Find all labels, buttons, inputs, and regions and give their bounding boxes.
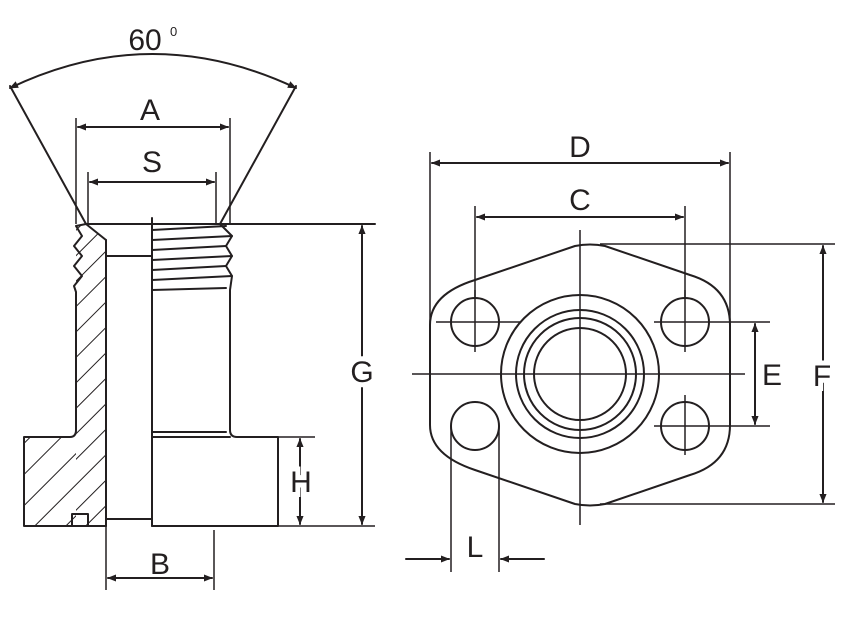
section-hatch-upper: [76, 224, 106, 526]
label-angle-unit: 0: [170, 24, 177, 39]
section-hatch-flange: [24, 430, 76, 526]
label-l: L: [467, 531, 484, 564]
label-e: E: [762, 359, 782, 392]
label-d: D: [569, 131, 591, 164]
dimension-a: A: [75, 94, 231, 224]
label-f: F: [813, 360, 831, 393]
dimension-e: E: [751, 323, 782, 425]
dimension-b: B: [105, 526, 215, 590]
label-g: G: [350, 356, 373, 389]
label-h: H: [290, 466, 312, 499]
angle-dimension: [9, 53, 297, 225]
dimension-h: H: [278, 436, 317, 525]
dimension-c: C: [474, 184, 686, 298]
label-c: C: [569, 184, 591, 217]
label-b: B: [150, 548, 170, 581]
dimension-d: D: [429, 131, 731, 325]
side-view: A S G H B 60 0: [9, 24, 379, 590]
label-angle: 60: [128, 24, 161, 57]
center-lines: [412, 230, 770, 525]
front-view: D C E F L: [405, 131, 836, 572]
label-a: A: [140, 94, 160, 127]
dimension-s: S: [87, 146, 217, 224]
dimension-l: L: [405, 426, 545, 572]
label-s: S: [142, 146, 162, 179]
dimension-g: G: [278, 225, 379, 527]
bolt-hole-bottom-left: [450, 401, 500, 451]
